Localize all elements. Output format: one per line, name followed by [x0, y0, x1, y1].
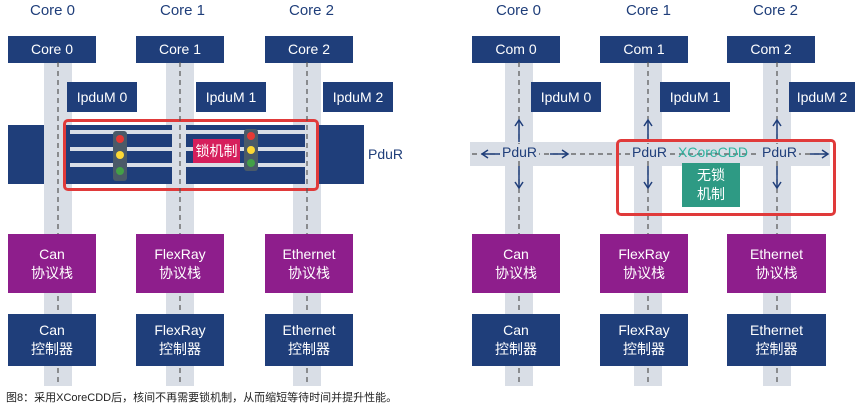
com-box-2: Core 2	[265, 36, 353, 63]
com-label-1: Com 1	[623, 41, 665, 57]
ipdum-box-1: IpduM 1	[660, 82, 730, 112]
core-header-2: Core 2	[289, 2, 335, 19]
controller-box-flexray: FlexRay 控制器	[600, 314, 688, 366]
lockfree-line2: 机制	[697, 186, 725, 202]
stack-can-line1: Can	[503, 245, 529, 262]
stack-flexray-line1: FlexRay	[154, 245, 206, 262]
controller-ethernet-line2: 控制器	[755, 341, 798, 357]
pdur-band	[8, 125, 364, 184]
controller-flexray-line2: 控制器	[623, 341, 665, 357]
com-box-0: Core 0	[8, 36, 96, 63]
controller-ethernet-line1: Ethernet	[750, 322, 803, 338]
controller-box-can: Can 控制器	[472, 314, 560, 366]
lockfree-highlight-frame	[616, 139, 836, 216]
core-header-1: Core 1	[160, 2, 206, 19]
traffic-light-yellow	[116, 151, 124, 159]
stack-ethernet-line1: Ethernet	[282, 245, 336, 262]
controller-can-line1: Can	[39, 322, 65, 338]
pdur-rail-1	[70, 130, 306, 134]
core-header-1: Core 1	[626, 2, 672, 19]
stack-can-line2: 协议栈	[31, 264, 73, 281]
controller-ethernet-line2: 控制器	[288, 341, 330, 357]
com-label-0: Com 0	[495, 41, 537, 57]
controller-flexray-line1: FlexRay	[618, 322, 670, 338]
controller-flexray-line2: 控制器	[159, 341, 201, 357]
stack-flexray-line2: 协议栈	[623, 264, 665, 281]
stack-can-line2: 协议栈	[495, 264, 537, 281]
traffic-light-green	[116, 167, 124, 175]
ipdum-label-0: IpduM 0	[76, 88, 128, 105]
pdur-label-2: PduR	[760, 144, 800, 160]
controller-box-can: Can 控制器	[8, 314, 96, 366]
controller-box-ethernet: Ethernet 控制器	[265, 314, 353, 366]
controller-box-ethernet: Ethernet 控制器	[727, 314, 826, 366]
traffic-light-red	[247, 132, 255, 140]
ipdum-box-2: IpduM 2	[789, 82, 855, 112]
traffic-light-icon	[113, 131, 127, 181]
stack-ethernet-line2: 协议栈	[755, 264, 798, 281]
traffic-light-icon	[244, 129, 258, 171]
controller-box-flexray: FlexRay 控制器	[136, 314, 224, 366]
controller-ethernet-line1: Ethernet	[282, 322, 336, 338]
traffic-light-red	[116, 135, 124, 143]
com-box-1: Core 1	[136, 36, 224, 63]
pdur-band-lane-2	[305, 125, 319, 184]
traffic-light-yellow	[247, 146, 255, 154]
stack-can-line1: Can	[39, 245, 65, 262]
com-label-2: Com 2	[750, 41, 792, 57]
pdur-rail-3	[70, 163, 306, 167]
core-header-2: Core 2	[753, 2, 799, 19]
ipdum-label-1: IpduM 1	[669, 88, 721, 105]
controller-flexray-line1: FlexRay	[154, 322, 206, 338]
controller-can-line2: 控制器	[31, 341, 73, 357]
traffic-light-green	[247, 159, 255, 167]
stack-box-can: Can 协议栈	[472, 234, 560, 293]
com-label-0: Core 0	[30, 41, 74, 57]
core-header-0: Core 0	[496, 2, 542, 19]
lock-mechanism-label: 锁机制	[193, 139, 240, 163]
ipdum-box-0: IpduM 0	[531, 82, 601, 112]
pdur-rail-2	[70, 147, 306, 151]
stack-ethernet-line2: 协议栈	[288, 264, 330, 281]
stack-box-flexray: FlexRay 协议栈	[136, 234, 224, 293]
controller-can-line1: Can	[503, 322, 529, 338]
pdur-label-0: PduR	[500, 144, 540, 160]
ipdum-box-2: IpduM 2	[323, 82, 393, 112]
ipdum-box-0: IpduM 0	[67, 82, 137, 112]
ipdum-label-2: IpduM 2	[796, 88, 848, 105]
ipdum-label-1: IpduM 1	[205, 88, 257, 105]
lockfree-mechanism-box: 无锁 机制	[682, 163, 740, 207]
pdur-label: PduR	[368, 146, 404, 162]
com-label-2: Core 2	[287, 41, 331, 57]
stack-box-flexray: FlexRay 协议栈	[600, 234, 688, 293]
figure-caption: 图8：采用XCoreCDD后，核间不再需要锁机制，从而缩短等待时间并提升性能。	[6, 392, 398, 404]
lockfree-line1: 无锁	[697, 167, 725, 183]
ipdum-label-0: IpduM 0	[540, 88, 592, 105]
stack-box-ethernet: Ethernet 协议栈	[727, 234, 826, 293]
com-box-2: Com 2	[727, 36, 815, 63]
xcorecdd-label: XCoreCDD	[678, 144, 749, 160]
stack-box-ethernet: Ethernet 协议栈	[265, 234, 353, 293]
stack-flexray-line1: FlexRay	[618, 245, 670, 262]
com-label-1: Core 1	[158, 41, 202, 57]
pdur-label-1: PduR	[630, 144, 670, 160]
ipdum-label-2: IpduM 2	[332, 88, 384, 105]
stack-box-can: Can 协议栈	[8, 234, 96, 293]
pdur-band-lane-0	[44, 125, 66, 184]
core-header-0: Core 0	[30, 2, 76, 19]
com-box-1: Com 1	[600, 36, 688, 63]
stack-ethernet-line1: Ethernet	[750, 245, 803, 262]
pdur-band-lane-1	[172, 125, 186, 184]
com-box-0: Com 0	[472, 36, 560, 63]
lock-mechanism-text: 锁机制	[195, 142, 238, 159]
stack-flexray-line2: 协议栈	[159, 264, 201, 281]
controller-can-line2: 控制器	[495, 341, 537, 357]
lock-highlight-frame	[63, 119, 319, 191]
ipdum-box-1: IpduM 1	[196, 82, 266, 112]
